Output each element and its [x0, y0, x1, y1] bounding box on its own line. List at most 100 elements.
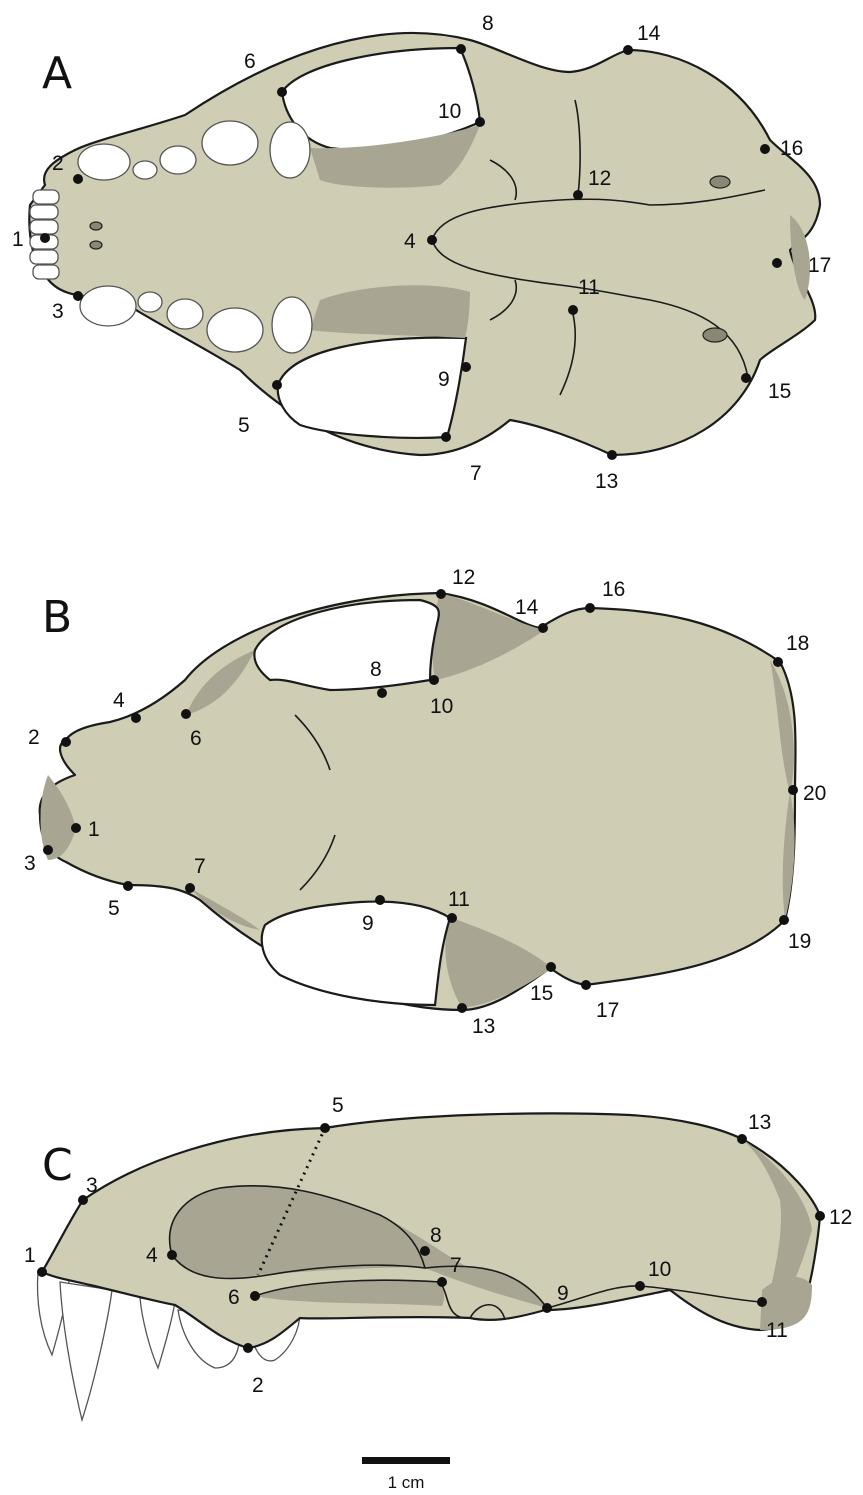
panel-a-label-5: 5	[238, 414, 250, 437]
panel-a-landmark-3	[73, 291, 83, 301]
panel-c-landmark-6	[250, 1291, 260, 1301]
panel-a-label-6: 6	[244, 50, 256, 73]
panel-c-landmark-5	[320, 1123, 330, 1133]
panel-a-ventral-view: A	[12, 12, 831, 493]
panel-a-label-17: 17	[808, 254, 831, 277]
panel-b-label-6: 6	[190, 727, 202, 750]
panel-b-label-2: 2	[28, 726, 40, 749]
panel-b-label-8: 8	[370, 658, 382, 681]
panel-c-label-9: 9	[557, 1282, 569, 1305]
panel-b-label-10: 10	[430, 695, 453, 718]
panel-a-label-3: 3	[52, 300, 64, 323]
panel-c-label-3: 3	[86, 1174, 98, 1197]
panel-b-label-14: 14	[515, 596, 539, 619]
panel-b-label-1: 1	[88, 818, 100, 841]
panel-b-landmark-15	[546, 962, 556, 972]
panel-c-label-7: 7	[450, 1254, 462, 1277]
panel-a-label-13: 13	[595, 470, 618, 493]
panel-c-landmark-1	[37, 1267, 47, 1277]
panel-c-label-8: 8	[430, 1224, 442, 1247]
panel-c-label-10: 10	[648, 1258, 671, 1281]
scale-bar-label: 1 cm	[388, 1473, 425, 1492]
panel-c-landmark-2	[243, 1343, 253, 1353]
panel-c-landmark-4	[167, 1250, 177, 1260]
panel-b-landmark-2	[61, 737, 71, 747]
panel-b-landmark-7	[185, 883, 195, 893]
panel-a-landmark-15	[741, 373, 751, 383]
panel-b-label-13: 13	[472, 1015, 495, 1038]
panel-a-label-16: 16	[780, 137, 803, 160]
panel-a-landmark-10	[475, 117, 485, 127]
panel-b-landmark-9	[375, 895, 385, 905]
panel-b-landmark-18	[773, 657, 783, 667]
panel-b-label-5: 5	[108, 897, 120, 920]
panel-a-label-15: 15	[768, 380, 791, 403]
panel-b-label-7: 7	[194, 855, 206, 878]
panel-b-letter: B	[42, 592, 72, 643]
panel-a-label-7: 7	[470, 462, 482, 485]
panel-a-landmark-5	[272, 380, 282, 390]
panel-a-label-2: 2	[52, 152, 64, 175]
panel-b-landmark-16	[585, 603, 595, 613]
panel-a-landmark-12	[573, 190, 583, 200]
panel-b-landmark-12	[436, 589, 446, 599]
panel-b-landmark-3	[43, 845, 53, 855]
panel-a-label-11: 11	[578, 276, 600, 299]
panel-b-landmark-6	[181, 709, 191, 719]
panel-c-label-13: 13	[748, 1111, 771, 1134]
panel-b-label-4: 4	[113, 689, 125, 712]
panel-a-landmark-17	[772, 258, 782, 268]
panel-c-label-1: 1	[24, 1244, 36, 1267]
panel-b-label-17: 17	[596, 999, 619, 1022]
panel-b-label-12: 12	[452, 566, 475, 589]
panel-b-landmark-17	[581, 980, 591, 990]
panel-b-landmark-19	[779, 915, 789, 925]
panel-b-label-11: 11	[448, 888, 470, 911]
panel-a-label-1: 1	[12, 228, 24, 251]
panel-a-landmark-11	[568, 305, 578, 315]
scale-bar-line	[362, 1457, 450, 1464]
panel-c-landmark-12	[815, 1211, 825, 1221]
panel-a-landmark-2	[73, 174, 83, 184]
panel-a-label-9: 9	[438, 368, 450, 391]
panel-c-label-5: 5	[332, 1094, 344, 1117]
panel-b-lower-temporal-opening	[262, 902, 450, 1005]
panel-c-label-4: 4	[146, 1244, 158, 1267]
panel-b-label-19: 19	[788, 930, 811, 953]
panel-c-landmark-11	[757, 1297, 767, 1307]
panel-c-label-11: 11	[766, 1319, 788, 1342]
panel-a-label-10: 10	[438, 100, 461, 123]
panel-c-lateral-view: C	[24, 1094, 852, 1420]
panel-b-landmark-8	[377, 688, 387, 698]
panel-b-landmark-4	[131, 713, 141, 723]
panel-a-landmark-14	[623, 45, 633, 55]
panel-a-label-4: 4	[404, 230, 416, 253]
panel-b-landmark-1	[71, 823, 81, 833]
panel-b-label-18: 18	[786, 632, 809, 655]
panel-c-label-2: 2	[252, 1374, 264, 1397]
panel-b-landmark-20	[788, 785, 798, 795]
panel-a-landmark-13	[607, 450, 617, 460]
panel-c-landmark-9	[542, 1303, 552, 1313]
panel-b-landmark-10	[429, 675, 439, 685]
panel-c-landmark-10	[635, 1281, 645, 1291]
panel-b-landmark-14	[538, 623, 548, 633]
panel-b-label-3: 3	[24, 852, 36, 875]
panel-b-label-15: 15	[530, 982, 553, 1005]
panel-a-label-12: 12	[588, 167, 611, 190]
panel-a-label-8: 8	[482, 12, 494, 35]
panel-c-letter: C	[42, 1140, 73, 1191]
panel-a-landmark-4	[427, 235, 437, 245]
panel-c-label-6: 6	[228, 1286, 240, 1309]
panel-c-landmark-13	[737, 1134, 747, 1144]
panel-a-landmark-16	[760, 144, 770, 154]
panel-b-upper-temporal-opening	[254, 600, 438, 690]
panel-a-letter: A	[42, 48, 72, 99]
panel-b-label-20: 20	[803, 782, 826, 805]
panel-b-landmark-5	[123, 881, 133, 891]
panel-a-landmark-1	[40, 233, 50, 243]
scale-bar: 1 cm	[362, 1457, 450, 1492]
panel-c-landmark-7	[437, 1277, 447, 1287]
panel-b-label-9: 9	[362, 912, 374, 935]
